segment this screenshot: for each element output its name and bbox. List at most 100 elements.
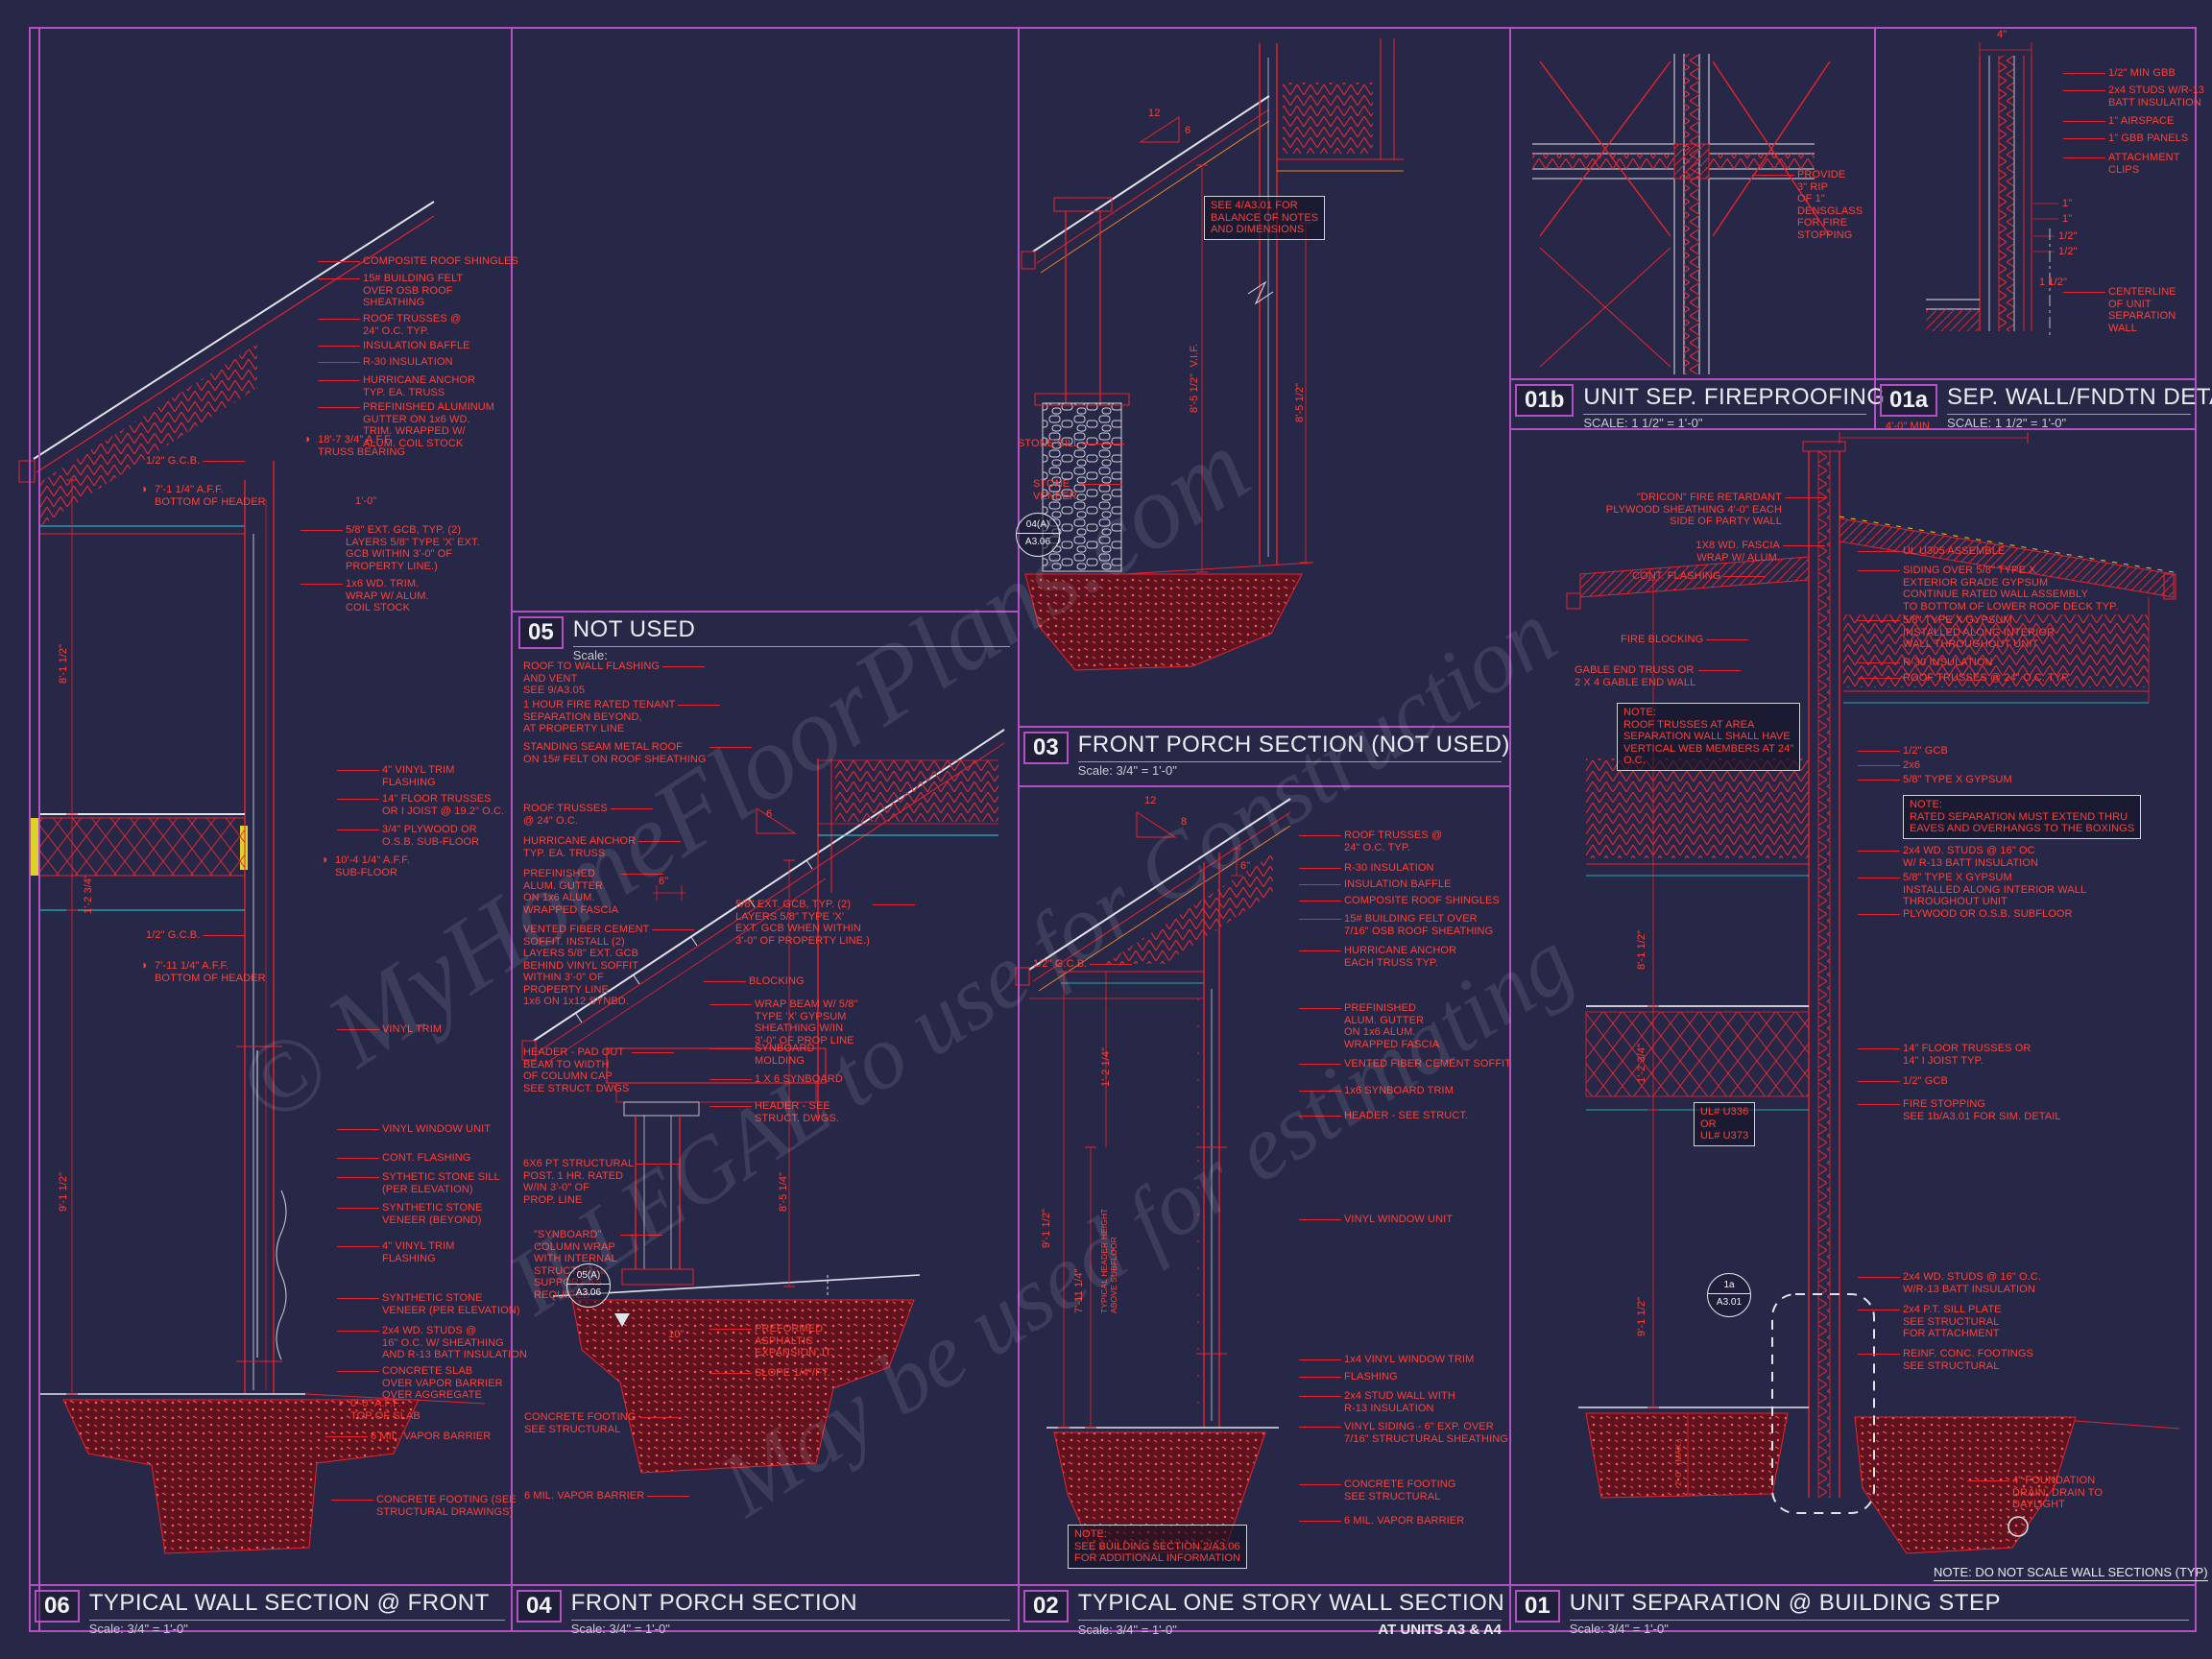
annotation-p02-12: 1x4 VINYL WINDOW TRIM [1298, 1354, 1475, 1365]
panel-title-01a: SEP. WALL/FNDTN DETAIL [1947, 384, 2212, 415]
panel-subtitle-02: AT UNITS A3 & A4 [1378, 1622, 1502, 1638]
panel-rule-01ab-bottom [1509, 428, 2197, 430]
titlebar-01b: 01b UNIT SEP. FIREPROOFING SCALE: 1 1/2"… [1515, 384, 1885, 432]
annotation-p03-0: SEE 4/A3.01 FOR BALANCE OF NOTES AND DIM… [1204, 196, 1326, 240]
panel-scale-06: Scale: 3/4" = 1'-0" [88, 1622, 188, 1636]
annotation-p04-23: 8'-5 1/4" [778, 1171, 789, 1212]
annotation-p01-6: UL U305 ASSEMBLE [1857, 545, 2006, 557]
sheet-border-inner [38, 27, 40, 1632]
annotation-p01-14: NOTE: RATED SEPARATION MUST EXTEND THRU … [1903, 795, 2142, 839]
panel-title-02: TYPICAL ONE STORY WALL SECTION [1077, 1590, 1504, 1621]
callout-sheet-id: A3.06 [575, 1287, 602, 1298]
annotation-p04-13: HEADER - PAD OUT BEAM TO WIDTH OF COLUMN… [523, 1046, 675, 1094]
annotation-p04-22: 6 [766, 808, 773, 820]
annotation-p02-7: PREFINISHED ALUM. GUTTER ON 1x6 ALUM. WR… [1298, 1002, 1440, 1050]
annotation-p03-6: 8'-5 1/2" [1294, 382, 1306, 422]
annotation-p06-12: 1x6 WD. TRIM. WRAP W/ ALUM. COIL STOCK [301, 578, 429, 614]
annotation-p06-30: CONCRETE FOOTING (SEE STRUCTURAL DRAWING… [331, 1494, 517, 1518]
annotation-p02-1: R-30 INSULATION [1299, 862, 1434, 874]
annotation-p02-20: 8 [1181, 816, 1188, 828]
annotation-p04-17: PREFORMED ASPHALTIC EXPANSION JT. [709, 1323, 833, 1359]
annotation-p02-23: 9'-1 1/2" [1041, 1208, 1052, 1248]
annotation-p01-15: 2x4 WD. STUDS @ 16" OC W/ R-13 BATT INSU… [1857, 845, 2039, 869]
panel-scale-05: Scale: [572, 648, 608, 662]
do-not-scale-note: NOTE: DO NOT SCALE WALL SECTIONS (TYP) [1934, 1565, 2208, 1581]
annotation-p04-16: 10" [668, 1329, 685, 1340]
annotation-p06-10: 1'-0" [355, 495, 377, 507]
panel-scale-02: Scale: 3/4" = 1'-0" [1077, 1623, 1177, 1637]
annotation-p02-6: 1/2" G.C.B. [1033, 958, 1134, 970]
annotation-p06-25: SYNTHETIC STONE VENEER (PER ELEVATION) [337, 1292, 520, 1316]
panel-title-06: TYPICAL WALL SECTION @ FRONT [88, 1590, 505, 1621]
annotation-p01-12: 2x6 [1857, 759, 1921, 771]
panel-scale-01b: SCALE: 1 1/2" = 1'-0" [1583, 416, 1703, 430]
annotation-p06-27: CONCRETE SLAB OVER VAPOR BARRIER OVER AG… [337, 1365, 503, 1402]
annotation-p04-12: HEADER - SEE STRUCT. DWGS. [709, 1100, 840, 1124]
annotation-p04-9: WRAP BEAM W/ 5/8" TYPE 'X' GYPSUM SHEATH… [709, 998, 858, 1046]
panel-scale-04: Scale: 3/4" = 1'-0" [570, 1622, 670, 1636]
annotation-p04-7: 5/8" EXT. GCB, TYP. (2) LAYERS 5/8" TYPE… [735, 899, 916, 947]
annotation-p06-24: 4" VINYL TRIM FLASHING [337, 1240, 455, 1264]
annotation-p04-18: SLOPE 1/4"/FT. [709, 1367, 830, 1379]
annotation-p06-13: 4" VINYL TRIM FLASHING [337, 764, 455, 788]
annotation-p06-11: 5/8" EXT. GCB, TYP. (2) LAYERS 5/8" TYPE… [301, 524, 480, 572]
annotation-p01-17: PLYWOOD OR O.S.B. SUBFLOOR [1858, 908, 2073, 920]
titlebar-04: 04 FRONT PORCH SECTION Scale: 3/4" = 1'-… [517, 1590, 1010, 1638]
annotation-p04-1: 1 HOUR FIRE RATED TENANT SEPARATION BEYO… [523, 699, 722, 735]
annotation-p06-26: 2x4 WD. STUDS @ 16" O.C. W/ SHEATHING AN… [337, 1325, 527, 1361]
annotation-p01-7: SIDING OVER 5/8" TYPE X EXTERIOR GRADE G… [1857, 565, 2119, 613]
annotation-p01a-2: 1" AIRSPACE [2062, 115, 2175, 127]
annotation-p06-20: VINYL WINDOW UNIT [336, 1123, 492, 1135]
panel-divider-01b-01a [1874, 27, 1876, 428]
annotation-p02-25: TYPICAL HEADER HEIGHT ABOVE SUBFLOOR [1099, 1208, 1118, 1313]
annotation-p01a-9: 1/2" [2058, 230, 2078, 242]
panel-number-06: 06 [35, 1590, 80, 1623]
annotation-p01-18: 14" FLOOR TRUSSES OR 14" I JOIST TYP. [1857, 1043, 2032, 1067]
annotation-p02-17: 6 MIL. VAPOR BARRIER [1298, 1515, 1465, 1527]
titlebar-01: 01 UNIT SEPARATION @ BUILDING STEP Scale… [1515, 1590, 2189, 1638]
panel-scale-01a: SCALE: 1 1/2" = 1'-0" [1947, 416, 2067, 430]
annotation-p01-5: NOTE: ROOF TRUSSES AT AREA SEPARATION WA… [1617, 703, 1801, 771]
panel-divider-3 [1509, 27, 1511, 1632]
annotation-p01a-7: 1" [2062, 198, 2073, 209]
annotation-p01-4: GABLE END TRUSS OR 2 X 4 GABLE END WALL [1575, 664, 1742, 688]
annotation-p04-14: 6X6 PT STRUCTURAL POST. 1 HR. RATED W/IN… [523, 1158, 680, 1206]
annotation-p02-21: 6" [1240, 860, 1251, 872]
annotation-p06-22: SYTHETIC STONE SILL (PER ELEVATION) [337, 1171, 500, 1195]
annotation-p03-1: STONE SILL [1018, 438, 1126, 449]
annotation-p01-20: FIRE STOPPING SEE 1b/A3.01 FOR SIM. DETA… [1858, 1098, 2061, 1122]
annotation-p04-11: 1 X 6 SYNBOARD [709, 1073, 843, 1085]
annotation-p06-7: 18'-7 3/4" A.F.F. TRUSS BEARING [303, 433, 405, 458]
callout-sheet-id: A3.01 [1716, 1297, 1743, 1308]
panel-number-03: 03 [1023, 732, 1069, 765]
annotation-p02-16: CONCRETE FOOTING SEE STRUCTURAL [1299, 1479, 1456, 1503]
annotation-p06-19: VINYL TRIM [336, 1023, 443, 1035]
titlebar-03: 03 FRONT PORCH SECTION (NOT USED) Scale:… [1023, 732, 1509, 780]
titlebar-rule-bottom [29, 1584, 2197, 1586]
annotation-p01-28: 1'-2 3/4" [1636, 1043, 1647, 1083]
annotation-p01-1: 1X8 WD. FASCIA WRAP W/ ALUM. [1674, 540, 1825, 564]
annotation-p06-17: 1/2" G.C.B. [146, 929, 247, 941]
annotation-p01-26: 4'-0" MIN. [1886, 421, 1934, 432]
annotation-p01-13: 5/8" TYPE X GYPSUM [1858, 774, 2012, 785]
panel-number-01b: 01b [1515, 384, 1575, 418]
panel-title-05: NOT USED [572, 616, 1010, 647]
panel-scale-01: Scale: 3/4" = 1'-0" [1569, 1622, 1669, 1636]
annotation-p06-1: 15# BUILDING FELT OVER OSB ROOF SHEATHIN… [317, 273, 464, 309]
annotation-p01-11: 1/2" GCB [1858, 745, 1948, 757]
callout-detail-id: 05(A) [567, 1264, 610, 1285]
p01-art [1566, 432, 2180, 1554]
p01b-art [1532, 54, 1831, 374]
titlebar-06: 06 TYPICAL WALL SECTION @ FRONT Scale: 3… [35, 1590, 505, 1638]
annotation-p06-4: R-30 INSULATION [318, 356, 453, 368]
annotation-p06-2: ROOF TRUSSES @ 24" O.C. TYP. [317, 313, 462, 337]
annotation-p04-4: HURRICANE ANCHOR TYP. EA. TRUSS [523, 835, 682, 859]
annotation-p02-9: 1x6 SYNBOARD TRIM [1299, 1085, 1454, 1096]
callout-sheet-id: A3.06 [1024, 537, 1051, 547]
annotation-p01-27: 8'-1 1/2" [1636, 929, 1647, 970]
annotation-p04-10: SYNBOARD MOLDING [709, 1043, 815, 1067]
annotation-p06-23: SYNTHETIC STONE VENEER (BEYOND) [337, 1202, 483, 1226]
annotation-p01-19: 1/2" GCB [1858, 1075, 1948, 1087]
